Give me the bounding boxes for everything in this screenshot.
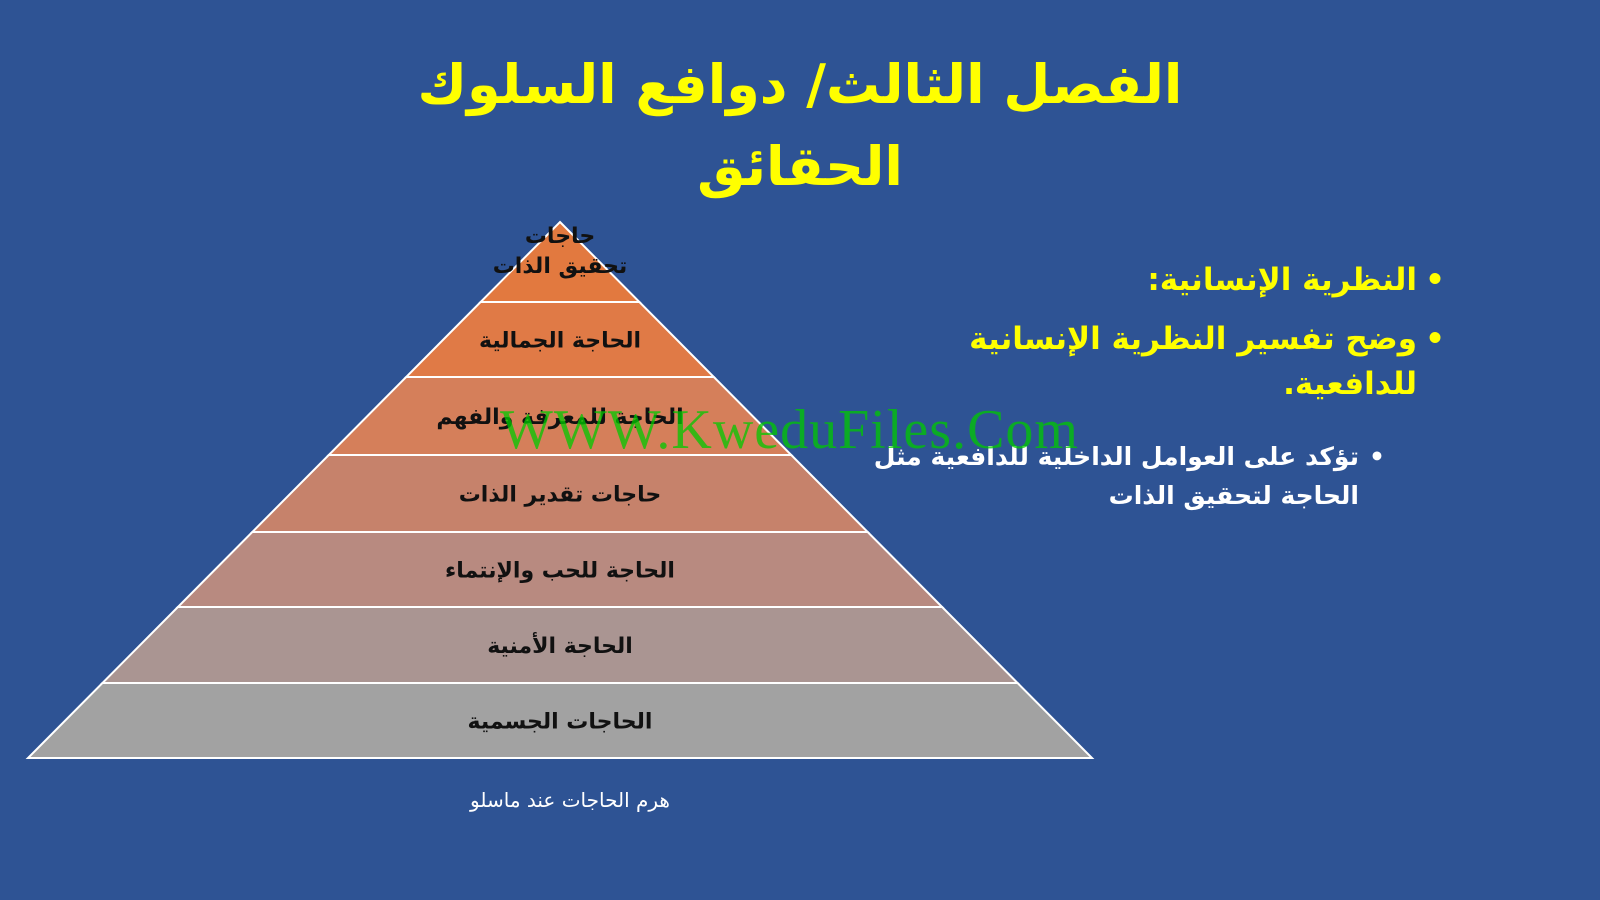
sub-bullet-list: • تؤكد على العوامل الداخلية للدافعية مثل… xyxy=(865,438,1385,516)
sub-bullet-text: تؤكد على العوامل الداخلية للدافعية مثل ا… xyxy=(873,442,1359,510)
pyramid-level-label: حاجات تقدير الذات xyxy=(459,483,662,508)
pyramid-level-label: الحاجات الجسمية xyxy=(468,710,653,735)
pyramid-level xyxy=(25,682,1095,759)
bullet-dot-icon: • xyxy=(1425,262,1445,298)
bullet-text: وضح تفسير النظرية الإنسانية للدافعية. xyxy=(969,320,1417,402)
bullet-item: • النظرية الإنسانية: xyxy=(885,258,1445,303)
pyramid-level-label: تحقيق الذات xyxy=(493,254,628,279)
slide-title: الفصل الثالث/ دوافع السلوك xyxy=(417,53,1183,116)
watermark: WWW.KweduFiles.Com xyxy=(500,399,1079,461)
bullet-item: • وضح تفسير النظرية الإنسانية للدافعية. xyxy=(885,317,1445,407)
pyramid-level-label: الحاجة للحب والإنتماء xyxy=(445,559,675,584)
bullet-list: • النظرية الإنسانية: • وضح تفسير النظرية… xyxy=(885,258,1445,421)
bullet-text: النظرية الإنسانية: xyxy=(1147,262,1417,298)
slide-subtitle: الحقائق xyxy=(697,135,903,198)
pyramid-level-label: الحاجة الأمنية xyxy=(487,631,633,659)
bullet-dot-icon: • xyxy=(1425,320,1445,357)
pyramid-level-label: الحاجة الجمالية xyxy=(479,329,641,354)
pyramid-level-label: الحاجة للمعرفة والفهم xyxy=(436,405,683,430)
sub-bullet-dot-icon: • xyxy=(1369,442,1385,471)
sub-bullet-item: • تؤكد على العوامل الداخلية للدافعية مثل… xyxy=(865,438,1385,516)
pyramid-level-label: حاجات xyxy=(525,224,595,249)
pyramid-caption: هرم الحاجات عند ماسلو xyxy=(470,788,670,812)
